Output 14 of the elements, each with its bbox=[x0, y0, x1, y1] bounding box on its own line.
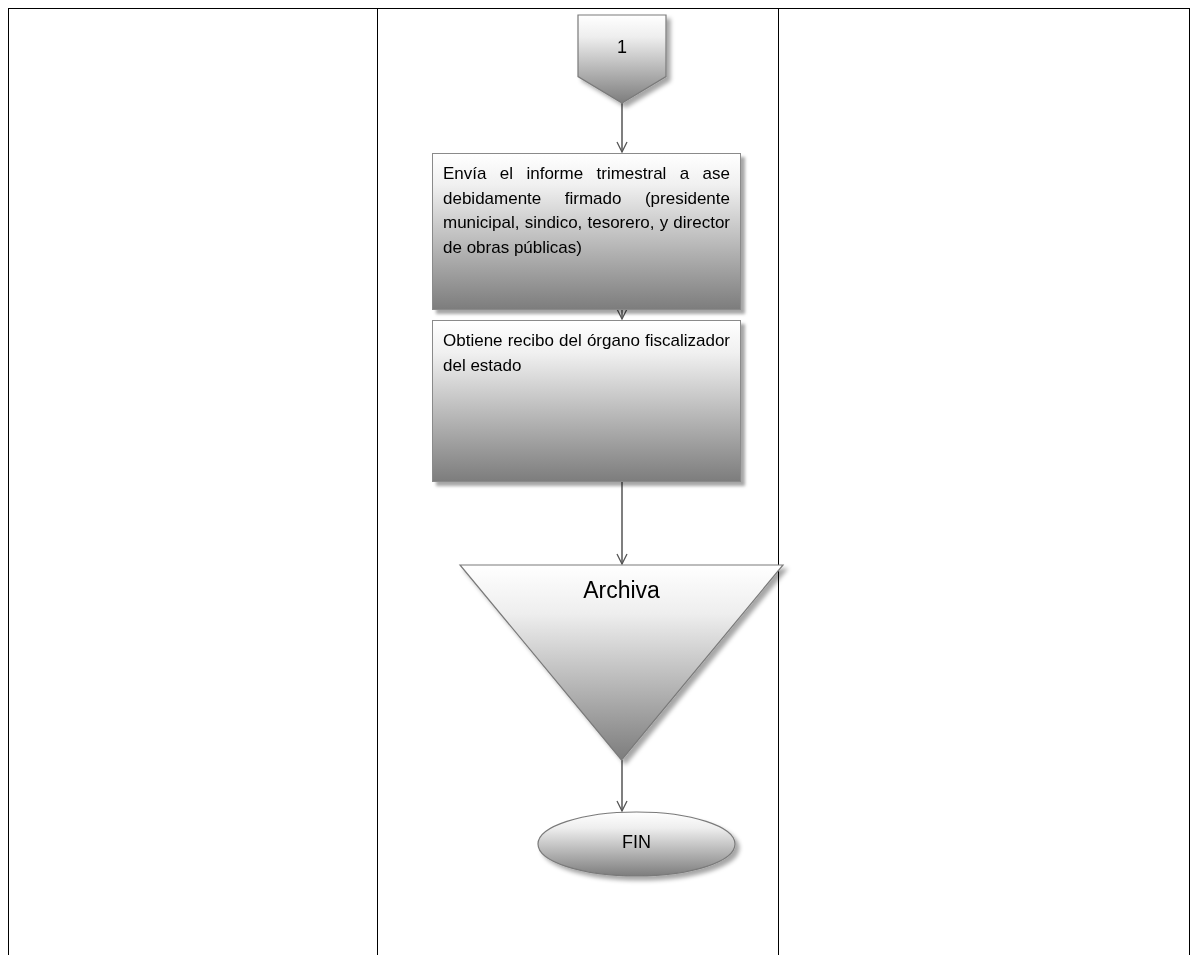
process-text: Envía el informe trimestral a ase debidamente firmado (presidente municipal, sindico, tesorero, y director de obras públicas) bbox=[443, 163, 730, 259]
process-box bbox=[432, 320, 741, 482]
off-page-connector bbox=[578, 15, 666, 103]
arrow bbox=[616, 481, 628, 565]
node-label: FIN bbox=[622, 832, 651, 853]
arrow bbox=[616, 759, 628, 812]
archive-triangle bbox=[460, 565, 783, 760]
process-box bbox=[432, 153, 741, 310]
arrow bbox=[616, 308, 628, 320]
node-label: 1 bbox=[617, 37, 627, 58]
terminator-ellipse bbox=[538, 812, 735, 876]
node-label: Archiva bbox=[583, 577, 660, 604]
process-text: Obtiene recibo del órgano fiscalizador del estado bbox=[443, 330, 730, 377]
arrow bbox=[616, 102, 628, 153]
